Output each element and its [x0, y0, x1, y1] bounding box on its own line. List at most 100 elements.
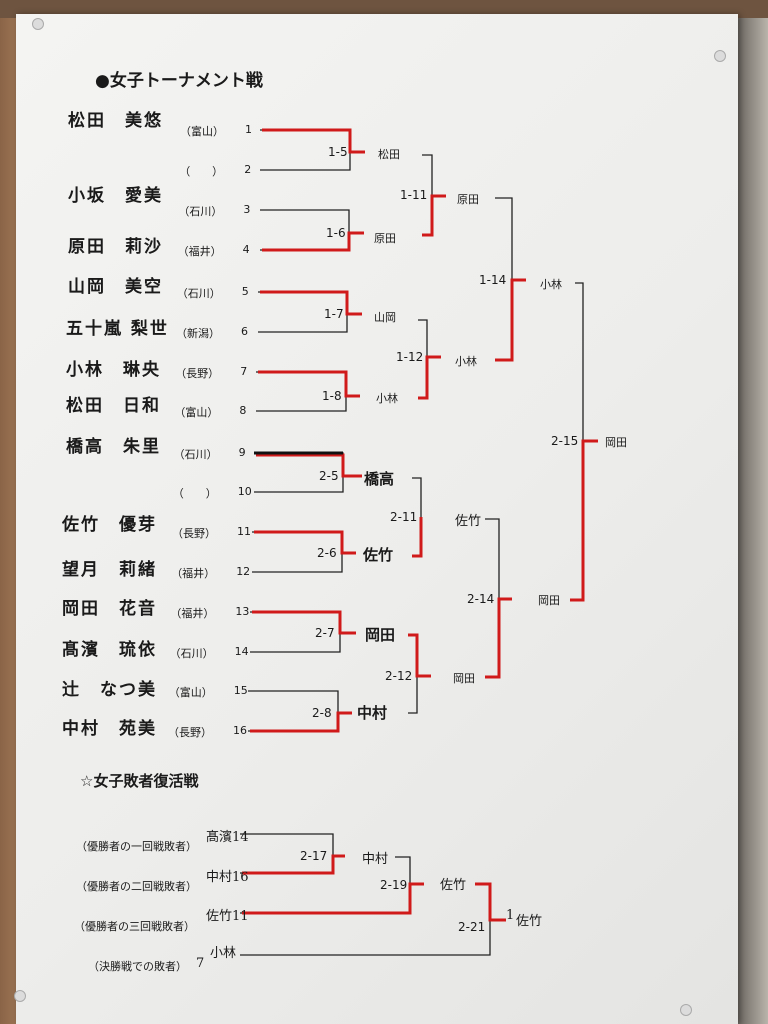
- entry-prefecture: （ ）: [179, 165, 224, 178]
- entry-prefecture: （富山）: [168, 686, 213, 699]
- match-winner: 中村: [362, 852, 389, 867]
- match-winner: 佐竹: [363, 546, 394, 564]
- slot-entry: 中村16: [206, 870, 249, 885]
- match-id: 1-5: [328, 145, 348, 159]
- match-id: 1-12: [396, 350, 424, 364]
- entry-name: 辻 なつ美: [62, 680, 157, 700]
- match-id: 2-15: [551, 434, 579, 448]
- entry-name: 橋高 朱里: [66, 437, 161, 457]
- entry-name: 松田 美悠: [68, 111, 163, 131]
- match-winner: 岡田: [538, 594, 560, 607]
- entry-name: 小坂 愛美: [68, 186, 163, 206]
- slot-label: （優勝者の一回戦敗者）: [76, 840, 197, 853]
- entry-name: 五十嵐 梨世: [66, 319, 169, 339]
- match-id: 2-17: [300, 849, 328, 863]
- match-id: 2-19: [380, 878, 408, 892]
- entry-seed: 11: [237, 525, 251, 538]
- match-id: 2-6: [317, 546, 337, 560]
- match-id: 1-8: [322, 389, 342, 403]
- match-winner: 岡田: [605, 436, 627, 449]
- entry-prefecture: （長野）: [172, 527, 216, 540]
- entry-seed: 2: [244, 163, 252, 176]
- entry-prefecture: （福井）: [171, 567, 216, 580]
- pin-icon: [680, 1004, 692, 1016]
- match-id: 2-5: [319, 469, 339, 483]
- entry-name: 原田 莉沙: [68, 237, 163, 257]
- entry-prefecture: （石川）: [169, 647, 214, 660]
- entry-seed: 1: [245, 123, 252, 136]
- entry-seed: 12: [236, 565, 251, 578]
- entry-seed: 15: [233, 684, 248, 697]
- match-winner: 松田: [378, 148, 400, 161]
- slot-seed: 7: [196, 956, 205, 971]
- entry-prefecture: （新潟）: [176, 327, 220, 340]
- entry-seed: 4: [242, 243, 250, 256]
- match-winner: 小林: [540, 278, 562, 291]
- entry-seed: 16: [233, 724, 247, 737]
- entry-prefecture: （福井）: [177, 245, 222, 258]
- match-winner: 岡田: [365, 626, 396, 644]
- match-id: 1-6: [326, 226, 346, 240]
- entry-seed: 7: [240, 365, 248, 378]
- match-winner: 岡田: [453, 672, 475, 685]
- match-winner: 佐竹: [440, 878, 467, 893]
- match-id: 1-7: [324, 307, 344, 321]
- match-id: 2-7: [315, 626, 335, 640]
- match-winner: 小林: [455, 355, 477, 368]
- slot-label: （優勝者の三回戦敗者）: [74, 920, 195, 933]
- entry-seed: 6: [241, 325, 248, 338]
- entry-seed: 10: [237, 485, 252, 498]
- entry-name: 岡田 花音: [62, 599, 157, 619]
- match-winner: 原田: [457, 193, 479, 206]
- repechage-title: ☆女子敗者復活戦: [80, 772, 199, 790]
- slot-label: （優勝者の二回戦敗者）: [76, 880, 197, 893]
- winner-highlight: [242, 128, 598, 922]
- entry-seed: 8: [239, 404, 247, 417]
- slot-label: （決勝戦での敗者）: [88, 960, 187, 973]
- entry-prefecture: （長野）: [168, 726, 212, 739]
- match-winner: 原田: [374, 232, 396, 245]
- pin-icon: [714, 50, 726, 62]
- pin-icon: [32, 18, 44, 30]
- entry-name: 中村 苑美: [62, 719, 157, 739]
- match-id: 2-11: [390, 510, 418, 524]
- entry-prefecture: （石川）: [176, 287, 221, 300]
- wall-trim: [0, 0, 768, 18]
- poster-paper: [16, 14, 738, 1024]
- entry-name: 望月 莉緒: [62, 560, 157, 580]
- tournament-title: ●女子トーナメント戦: [95, 71, 263, 91]
- entry-prefecture: （福井）: [170, 607, 215, 620]
- match-winner: 橋高: [364, 470, 395, 488]
- match-winner: 山岡: [374, 311, 396, 324]
- entry-prefecture: （ ）: [172, 487, 217, 500]
- slot-entry: 髙濱14: [206, 830, 249, 845]
- match-note: 1: [506, 908, 515, 923]
- slot-entry: 佐竹11: [206, 909, 249, 924]
- entry-name: 小林 琳央: [66, 360, 161, 380]
- entry-seed: 3: [243, 203, 251, 216]
- entry-prefecture: （富山）: [180, 125, 224, 138]
- entry-prefecture: （長野）: [175, 367, 220, 380]
- match-winner: 佐竹: [455, 514, 482, 529]
- match-id: 2-14: [467, 592, 495, 606]
- entry-prefecture: （石川）: [173, 448, 218, 461]
- match-winner: 佐竹: [516, 914, 543, 929]
- slot-entry: 小林: [210, 946, 237, 961]
- entry-seed: 13: [235, 605, 250, 618]
- match-id: 1-14: [479, 273, 507, 287]
- match-winner: 小林: [376, 392, 398, 405]
- match-id: 2-12: [385, 669, 413, 683]
- match-id: 2-21: [458, 920, 486, 934]
- entry-seed: 5: [241, 285, 249, 298]
- pin-icon: [14, 990, 26, 1002]
- entry-prefecture: （石川）: [178, 205, 223, 218]
- match-id: 2-8: [312, 706, 332, 720]
- match-id: 1-11: [400, 188, 428, 202]
- entry-name: 松田 日和: [66, 396, 161, 416]
- entry-prefecture: （富山）: [174, 406, 219, 419]
- entry-seed: 14: [234, 645, 249, 658]
- entry-name: 佐竹 優芽: [62, 515, 157, 535]
- entry-seed: 9: [238, 446, 246, 459]
- entry-name: 髙濱 琉依: [62, 640, 157, 660]
